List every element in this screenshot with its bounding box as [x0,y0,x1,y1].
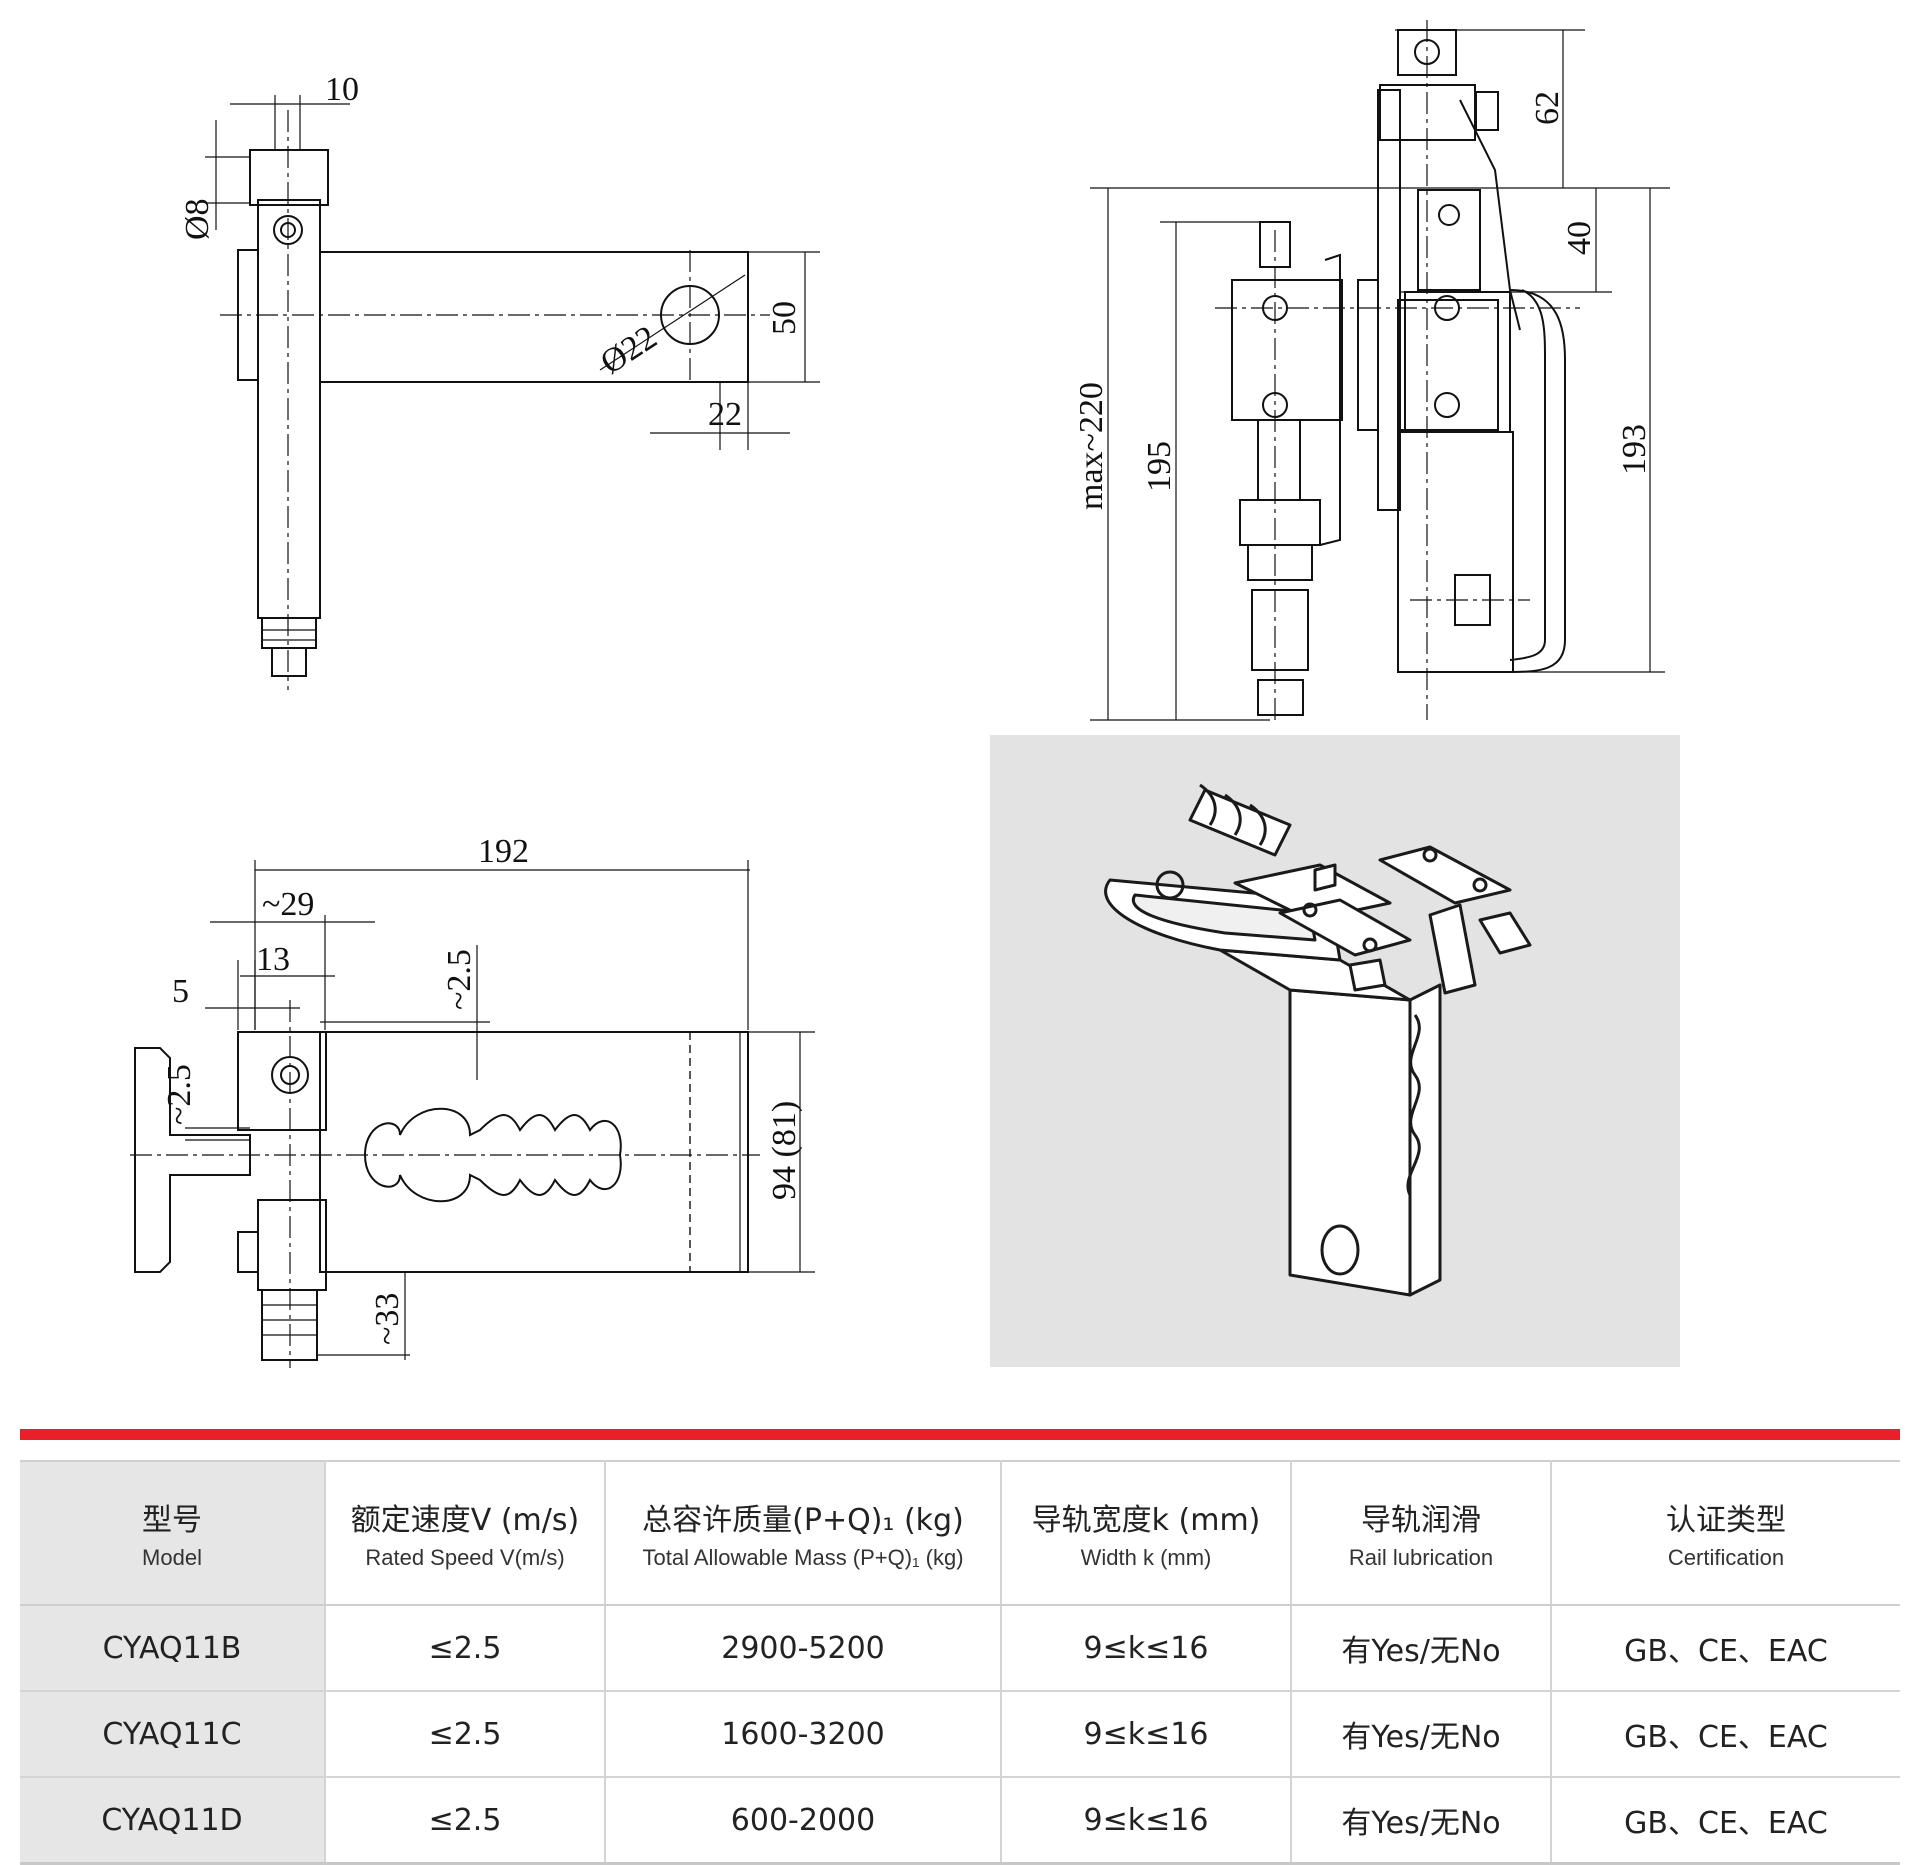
dim-max-220: max~220 [1080,382,1110,510]
top-left-drawing: 10 Ø8 Ø22 50 22 [170,70,830,700]
cell-speed: ≤2.5 [325,1605,606,1692]
dim-22: 22 [708,396,742,433]
cell-model: CYAQ11C [20,1691,326,1778]
cell-model: CYAQ11B [20,1605,326,1692]
dim-2-5-rail: ~2.5 [161,1064,198,1125]
dim-62: 62 [1529,91,1566,125]
product-rendering [990,735,1680,1367]
dim-193: 193 [1616,424,1653,475]
cell-lubrication: 有Yes/无No [1291,1691,1552,1778]
header-width: 导轨宽度k (mm)Width k (mm) [1001,1460,1292,1606]
table-row: CYAQ11D ≤2.5 600-2000 9≤k≤16 有Yes/无No GB… [20,1777,1900,1865]
dim-29: ~29 [262,886,314,923]
accent-divider [20,1429,1900,1440]
cell-certification: GB、CE、EAC [1551,1777,1900,1865]
dim-2-5-top: ~2.5 [441,949,478,1010]
dim-94-81: 94 (81) [766,1101,803,1200]
top-right-drawing: 62 40 max~220 195 193 [1080,15,1680,735]
dim-d22: Ø22 [594,319,663,382]
cell-certification: GB、CE、EAC [1551,1691,1900,1778]
cell-mass: 600-2000 [605,1777,1002,1865]
cell-model: CYAQ11D [20,1777,326,1865]
cell-lubrication: 有Yes/无No [1291,1605,1552,1692]
dim-195: 195 [1141,441,1178,492]
dim-d8: Ø8 [179,198,216,240]
cell-speed: ≤2.5 [325,1777,606,1865]
cell-width: 9≤k≤16 [1001,1605,1292,1692]
cell-mass: 2900-5200 [605,1605,1002,1692]
dim-50: 50 [766,301,803,335]
table-row: CYAQ11B ≤2.5 2900-5200 9≤k≤16 有Yes/无No G… [20,1605,1900,1692]
dim-40: 40 [1561,221,1598,255]
dim-10: 10 [325,71,359,108]
cell-mass: 1600-3200 [605,1691,1002,1778]
cell-speed: ≤2.5 [325,1691,606,1778]
dim-5: 5 [172,973,189,1010]
cell-lubrication: 有Yes/无No [1291,1777,1552,1865]
header-total-mass: 总容许质量(P+Q)₁ (kg)Total Allowable Mass (P+… [605,1460,1002,1606]
table-row: CYAQ11C ≤2.5 1600-3200 9≤k≤16 有Yes/无No G… [20,1691,1900,1778]
dim-13: 13 [256,941,290,978]
cell-width: 9≤k≤16 [1001,1777,1292,1865]
dim-33: ~33 [369,1293,406,1345]
cell-width: 9≤k≤16 [1001,1691,1292,1778]
bottom-left-drawing: 192 ~29 13 5 ~2.5 ~2.5 94 (81) ~33 [120,830,830,1370]
cell-certification: GB、CE、EAC [1551,1605,1900,1692]
dim-192: 192 [478,833,529,870]
header-rated-speed: 额定速度V (m/s)Rated Speed V(m/s) [325,1460,606,1606]
